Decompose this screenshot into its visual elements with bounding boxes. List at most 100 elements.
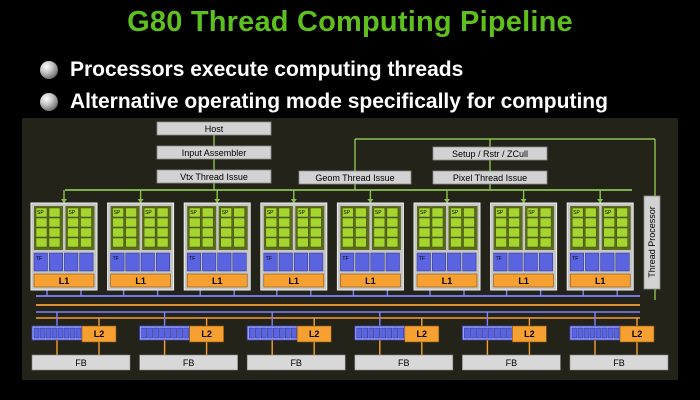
sp-core bbox=[418, 217, 431, 228]
crossbar-cell bbox=[177, 327, 183, 339]
tf-label: TF bbox=[189, 256, 195, 262]
l2-label: L2 bbox=[94, 329, 105, 339]
tf-label: TF bbox=[113, 256, 119, 262]
sp-core bbox=[220, 207, 232, 218]
fb-label: FB bbox=[183, 358, 195, 368]
processor-cluster: SPSPSPSPTFL1 bbox=[107, 202, 175, 291]
input-assembler-box: Input Assembler bbox=[156, 145, 272, 160]
sp-core bbox=[278, 217, 291, 228]
tf-unit bbox=[309, 252, 324, 272]
l1-cache bbox=[340, 273, 401, 288]
sp-core bbox=[125, 217, 137, 228]
bullet-text: Alternative operating mode specifically … bbox=[70, 90, 608, 113]
arrow-icon bbox=[444, 199, 450, 203]
sp-core bbox=[431, 237, 444, 248]
sp-core bbox=[463, 207, 475, 218]
l2-cache bbox=[296, 325, 332, 343]
sp-core bbox=[418, 207, 431, 218]
tf-unit bbox=[217, 252, 232, 272]
processor-cluster: SPSPSPSPTFL1 bbox=[260, 202, 328, 291]
sp-core bbox=[431, 217, 444, 228]
l1-label: L1 bbox=[365, 276, 376, 286]
sp-core bbox=[386, 217, 399, 228]
sp-core bbox=[35, 217, 48, 228]
sp-core bbox=[112, 207, 124, 218]
crossbar-cell bbox=[51, 327, 58, 339]
sp-core bbox=[584, 217, 597, 228]
crossbar-cell bbox=[57, 327, 64, 339]
crossbar-cell bbox=[589, 327, 596, 339]
vtx-thread-issue-label: Vtx Thread Issue bbox=[180, 172, 248, 182]
sp-core bbox=[539, 227, 552, 238]
sp-core bbox=[188, 227, 201, 238]
bullet-item: Alternative operating mode specifically … bbox=[40, 86, 608, 118]
sp-core bbox=[508, 237, 520, 248]
setup-rstr-zcull-box: Setup / Rstr / ZCull bbox=[432, 146, 548, 161]
crossbar-cell bbox=[273, 327, 279, 339]
crossbar-cell bbox=[159, 327, 165, 339]
sp-core bbox=[188, 217, 201, 228]
sp-core bbox=[463, 217, 475, 228]
sp-core bbox=[35, 207, 48, 218]
processor-clusters: SPSPSPSPTFL1SPSPSPSPTFL1SPSPSPSPTFL1SPSP… bbox=[30, 202, 634, 291]
crossbar-cell bbox=[153, 327, 159, 339]
tf-unit bbox=[523, 252, 538, 272]
sp-core bbox=[297, 237, 309, 248]
l2-cache bbox=[81, 325, 117, 343]
sp-core-label: SP bbox=[69, 210, 76, 216]
sp-core bbox=[616, 217, 628, 228]
pixel-thread-issue-label: Pixel Thread Issue bbox=[453, 173, 527, 183]
arrow-icon bbox=[137, 199, 144, 203]
crossbar-cell bbox=[488, 327, 494, 339]
input-assembler-label: Input Assembler bbox=[182, 148, 247, 158]
sp-core bbox=[571, 217, 584, 228]
frame-buffer bbox=[569, 354, 669, 371]
processor-cluster: SPSPSPSPTFL1 bbox=[566, 202, 634, 291]
interconnect-wires bbox=[36, 135, 656, 355]
sp-core bbox=[355, 217, 367, 228]
crossbar-cell bbox=[285, 327, 291, 339]
crossbar-cell bbox=[356, 327, 362, 339]
sp-core bbox=[603, 237, 615, 248]
arrow-icon bbox=[290, 199, 297, 203]
frame-buffer bbox=[31, 354, 131, 371]
crossbar-cell bbox=[464, 327, 470, 339]
tf-unit bbox=[585, 252, 600, 272]
tf-unit bbox=[385, 252, 400, 272]
sp-core bbox=[156, 217, 169, 228]
sp-core bbox=[220, 217, 232, 228]
sp-core bbox=[355, 207, 367, 218]
sp-core bbox=[220, 227, 232, 238]
l2-cache bbox=[512, 325, 547, 343]
sp-core bbox=[265, 207, 278, 218]
crossbar-cell bbox=[254, 327, 261, 339]
fb-label: FB bbox=[290, 358, 302, 368]
sp-core bbox=[495, 217, 507, 228]
tf-unit bbox=[64, 252, 79, 272]
sp-core bbox=[616, 207, 628, 218]
sp-core bbox=[526, 237, 539, 248]
sp-core-label: SP bbox=[298, 210, 305, 216]
crossbar-cell bbox=[374, 327, 380, 339]
tf-unit bbox=[202, 252, 217, 272]
l1-cache bbox=[263, 273, 325, 288]
crossbar-cell bbox=[171, 327, 177, 339]
sp-core bbox=[112, 217, 124, 228]
sp-core bbox=[373, 217, 386, 228]
sp-core bbox=[450, 217, 462, 228]
sp-core bbox=[450, 207, 462, 218]
sp-core bbox=[373, 207, 386, 218]
sp-core bbox=[495, 227, 507, 238]
sp-core bbox=[125, 207, 137, 218]
sp-core-label: SP bbox=[605, 210, 612, 216]
sp-core bbox=[201, 207, 214, 218]
sp-core bbox=[571, 237, 584, 248]
sp-core bbox=[571, 227, 584, 238]
l1-cache bbox=[493, 273, 554, 288]
tf-label: TF bbox=[419, 256, 425, 262]
l1-label: L1 bbox=[289, 276, 300, 286]
tf-label: TF bbox=[342, 256, 348, 262]
